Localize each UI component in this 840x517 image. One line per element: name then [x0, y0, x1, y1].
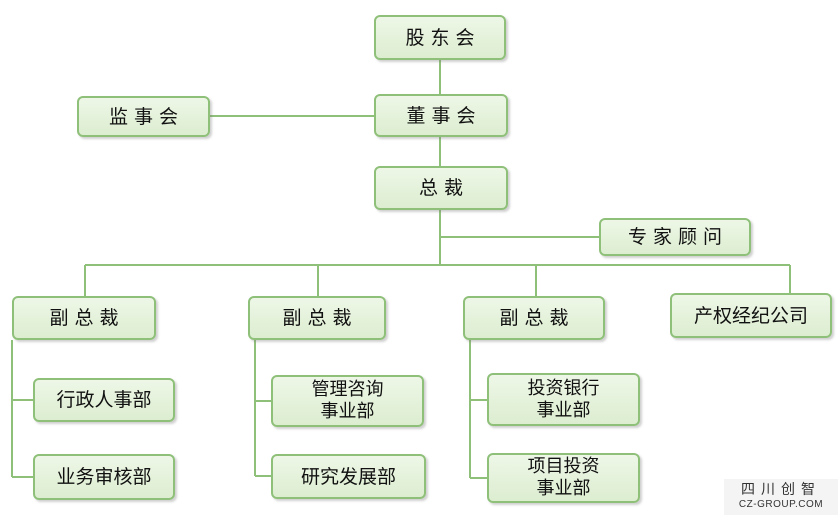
vp-box-2[interactable]: 副 总 裁 — [248, 296, 386, 340]
equity-brokerage-company-box[interactable]: 产权经纪公司 — [670, 293, 832, 338]
shareholders-box[interactable]: 股 东 会 — [374, 15, 506, 60]
supervisors-box[interactable]: 监 事 会 — [77, 96, 210, 137]
vp-box-3[interactable]: 副 总 裁 — [463, 296, 605, 340]
expert-advisors-box[interactable]: 专 家 顾 问 — [599, 218, 751, 256]
watermark-en: CZ-GROUP.COM — [738, 499, 824, 510]
project-investment-division-box[interactable]: 项目投资 事业部 — [487, 453, 640, 503]
research-development-dept-box[interactable]: 研究发展部 — [271, 454, 426, 499]
watermark: 四川创智 CZ-GROUP.COM — [724, 479, 838, 515]
investment-banking-division-box[interactable]: 投资银行 事业部 — [487, 373, 640, 426]
admin-hr-dept-box[interactable]: 行政人事部 — [33, 378, 175, 422]
watermark-cn: 四川创智 — [741, 481, 821, 497]
vp-box-1[interactable]: 副 总 裁 — [12, 296, 156, 340]
president-box[interactable]: 总 裁 — [374, 166, 508, 210]
board-box[interactable]: 董 事 会 — [374, 94, 508, 137]
business-audit-dept-box[interactable]: 业务审核部 — [33, 454, 175, 500]
management-consulting-division-box[interactable]: 管理咨询 事业部 — [271, 375, 424, 427]
